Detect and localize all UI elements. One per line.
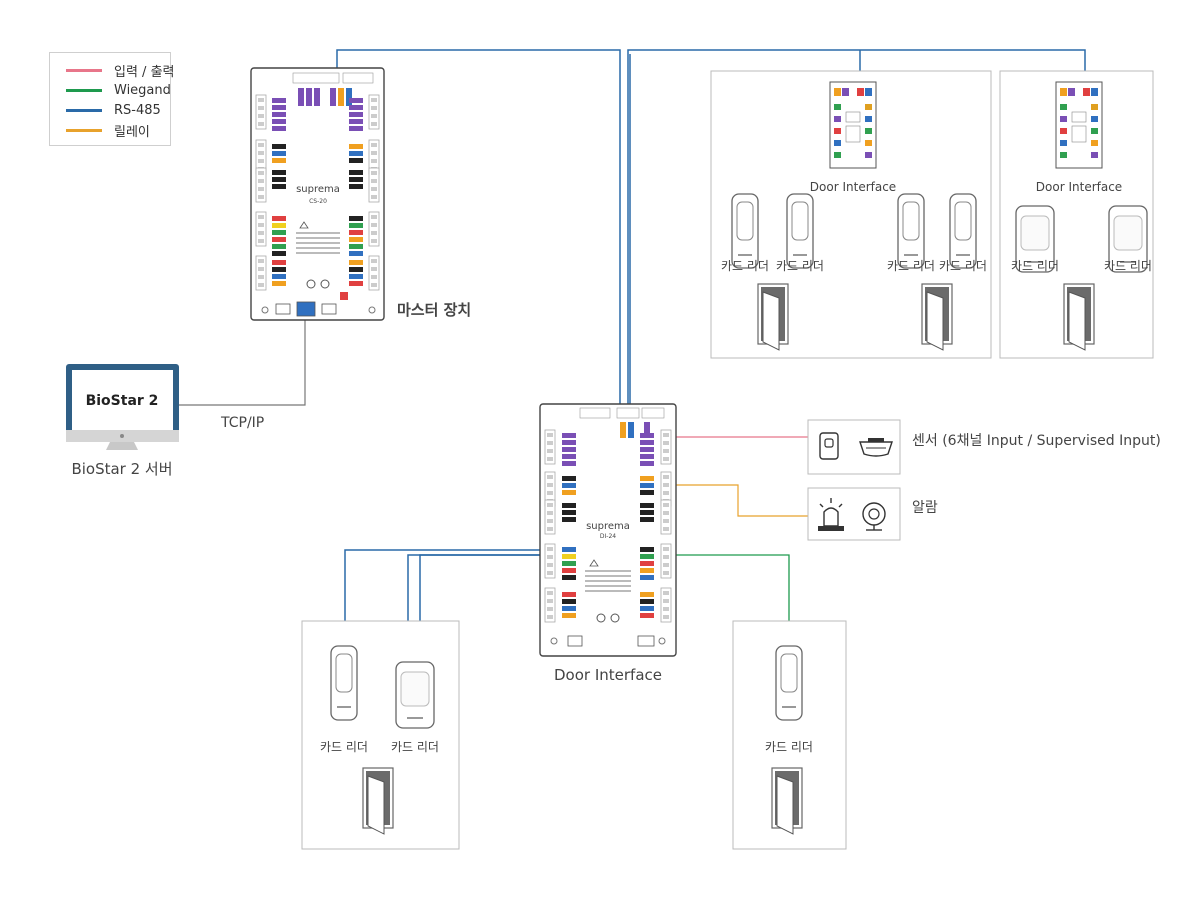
card-reader-label: 카드 리더	[320, 740, 368, 754]
siren-icon	[818, 498, 844, 531]
remote-di-label-1: Door Interface	[810, 180, 896, 194]
card-reader-label: 카드 리더	[721, 259, 769, 273]
tcp-ip-label: TCP/IP	[220, 415, 264, 431]
rs485-master-to-di	[336, 49, 621, 404]
tcp-wire	[178, 320, 306, 406]
legend-label: Wiegand	[114, 82, 171, 98]
remote-area-2: Door Interface 카드 리더 카드 리더	[999, 70, 1154, 359]
sensor-label: 센서 (6채널 Input / Supervised Input)	[912, 433, 1161, 449]
server-screen-text: BioStar 2	[86, 393, 159, 409]
di-brand: suprema	[586, 521, 630, 532]
card-reader-icon	[731, 193, 759, 269]
door-icon	[1063, 283, 1095, 351]
alarm-label: 알람	[912, 500, 938, 516]
sensor-box	[807, 419, 901, 475]
legend-label: 릴레이	[114, 124, 150, 140]
smoke-detector-icon	[859, 438, 893, 457]
remote-area-1: Door Interface 카드 리더 카드 리더 카드 리더 카드 리더	[710, 70, 992, 359]
alarm-box	[807, 487, 901, 541]
card-reader-label: 카드 리더	[1104, 259, 1152, 273]
door-interface-mini-1	[829, 81, 877, 169]
legend-swatch	[66, 108, 102, 112]
relay-wire-alarm	[662, 484, 808, 517]
card-reader-label: 카드 리더	[887, 259, 935, 273]
card-reader-icon	[786, 193, 814, 269]
local-area-right: 카드 리더	[732, 620, 847, 850]
card-reader-label: 카드 리더	[1011, 259, 1059, 273]
legend-swatch	[66, 88, 102, 92]
card-reader-label: 카드 리더	[391, 740, 439, 754]
legend-swatch	[66, 68, 102, 72]
biostar-server: BioStar 2	[66, 364, 179, 450]
legend-label: 입력 / 출력	[114, 64, 175, 80]
card-reader-label: 카드 리더	[939, 259, 987, 273]
card-reader-icon	[897, 193, 925, 269]
local-area-left: 카드 리더 카드 리더	[301, 620, 460, 850]
door-interface-mini-2	[1055, 81, 1103, 169]
master-device: suprema CS-20	[250, 67, 385, 321]
wiegand-wire-3	[662, 554, 790, 646]
card-reader-label: 카드 리더	[776, 259, 824, 273]
remote-di-label-2: Door Interface	[1036, 180, 1122, 194]
bell-icon	[862, 502, 886, 531]
legend-item-rs485: RS-485	[66, 101, 161, 119]
rs485-bus-top	[627, 49, 1086, 404]
di-model: DI-24	[600, 533, 616, 540]
monitor-screen	[72, 370, 173, 430]
master-label: 마스터 장치	[397, 301, 471, 319]
legend-item-relay: 릴레이	[66, 121, 150, 140]
server-label: BioStar 2 서버	[71, 460, 172, 478]
card-reader-icon	[949, 193, 977, 269]
master-brand: suprema	[296, 184, 340, 195]
legend-item-wiegand: Wiegand	[66, 81, 171, 99]
door-icon	[362, 767, 394, 835]
door-icon	[757, 283, 789, 351]
door-interface-label: Door Interface	[554, 666, 662, 684]
door-icon	[771, 767, 803, 835]
card-reader-icon	[330, 645, 358, 721]
card-reader-icon	[775, 645, 803, 721]
card-reader-icon	[395, 661, 435, 729]
legend: 입력 / 출력 Wiegand RS-485 릴레이	[49, 52, 175, 146]
relay-wiring	[662, 484, 808, 517]
legend-swatch	[66, 128, 102, 132]
reader-wire-5a	[344, 549, 545, 646]
legend-label: RS-485	[114, 102, 161, 118]
door-interface-main: suprema DI-24	[539, 403, 677, 657]
ethernet-wiring	[178, 320, 306, 406]
card-reader-label: 카드 리더	[765, 740, 813, 754]
master-model: CS-20	[309, 198, 327, 205]
legend-item-io: 입력 / 출력	[66, 61, 175, 80]
door-icon	[921, 283, 953, 351]
motion-sensor-icon	[819, 432, 839, 460]
